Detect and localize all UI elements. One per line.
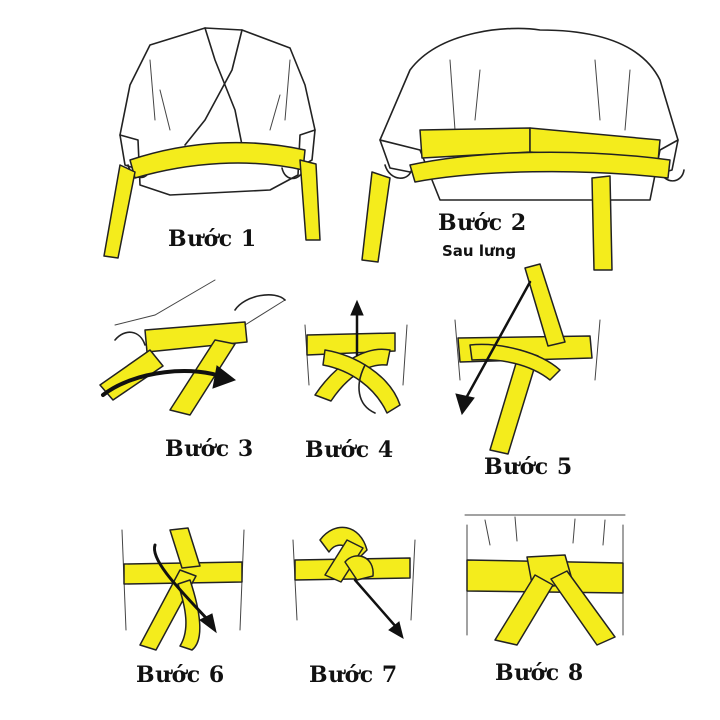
step-1-label: Bước 1 xyxy=(168,226,257,252)
step-5-label: Bước 5 xyxy=(484,454,573,480)
step-6-illustration xyxy=(121,527,245,651)
step-3-panel: Bước 3 xyxy=(95,270,305,470)
step-1-panel: Bước 1 xyxy=(0,0,360,270)
step-4-label: Bước 4 xyxy=(305,437,394,463)
step-3-illustration xyxy=(99,279,286,416)
step-6-label: Bước 6 xyxy=(136,662,225,688)
step-2-panel: Bước 2 Sau lưng xyxy=(360,0,720,280)
step-3-label: Bước 3 xyxy=(165,436,254,462)
step-1-illustration xyxy=(103,27,321,259)
step-5-illustration xyxy=(454,263,601,455)
step-7-panel: Bước 7 xyxy=(285,510,425,700)
step-2-illustration xyxy=(361,27,685,271)
step-8-illustration xyxy=(464,514,626,646)
step-2-label: Bước 2 xyxy=(438,210,527,236)
step-2-note: Sau lưng xyxy=(442,242,517,260)
step-6-panel: Bước 6 xyxy=(110,510,260,700)
step-4-panel: Bước 4 xyxy=(295,295,420,475)
step-7-illustration xyxy=(292,526,416,640)
step-8-panel: Bước 8 xyxy=(455,505,635,705)
step-4-illustration xyxy=(304,299,408,414)
step-5-panel: Bước 5 xyxy=(440,260,620,480)
step-8-label: Bước 8 xyxy=(495,660,584,686)
step-7-label: Bước 7 xyxy=(309,662,398,688)
